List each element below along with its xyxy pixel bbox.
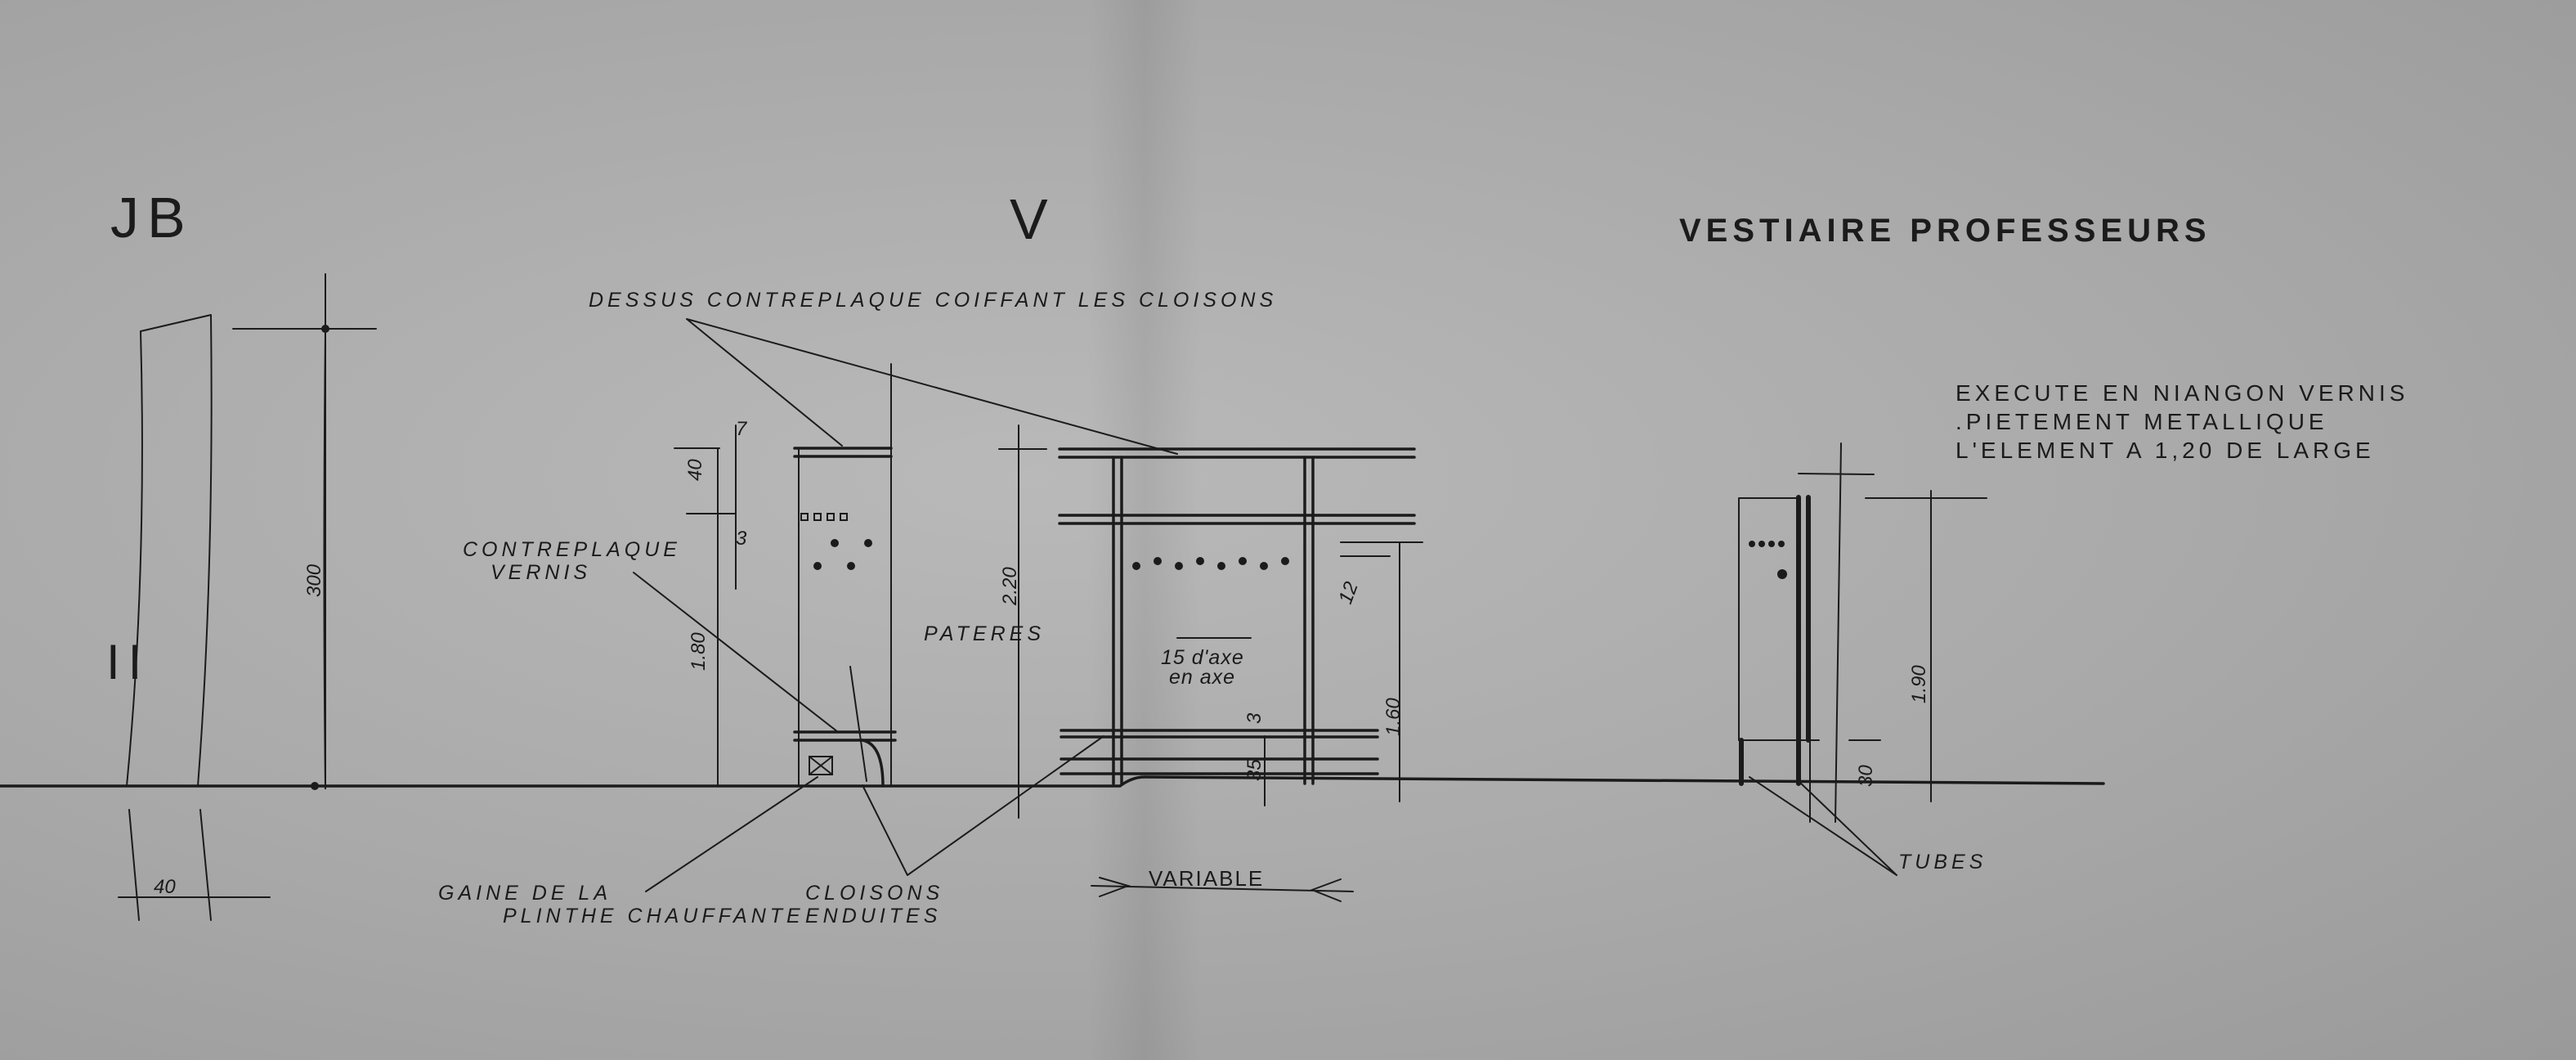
coat-hooks xyxy=(813,539,872,570)
note-line-1: EXECUTE EN NIANGON VERNIS xyxy=(1956,380,2408,406)
dim-40: 40 xyxy=(684,459,706,481)
label-contreplaque-1: CONTREPLAQUE xyxy=(463,538,681,561)
section-label-v: V xyxy=(1010,187,1056,251)
drawing-title: VESTIAIRE PROFESSEURS xyxy=(1679,213,2211,249)
mark-ii: II xyxy=(106,635,150,689)
dim-30: 30 xyxy=(1855,765,1877,787)
label-tubes: TUBES xyxy=(1898,851,1987,874)
label-contreplaque-2: VERNIS xyxy=(491,561,591,584)
label-pateres: PATERES xyxy=(924,622,1045,645)
dim-35: 35 xyxy=(1243,759,1266,781)
label-axe-2: en axe xyxy=(1169,666,1235,689)
dim-3: 3 xyxy=(1243,712,1266,724)
label-axe-1: 15 d'axe xyxy=(1161,646,1244,669)
dim-190: 1.90 xyxy=(1908,665,1930,703)
dim-180: 1.80 xyxy=(688,632,710,671)
ground-line xyxy=(0,775,2105,788)
label-gaine-1: GAINE DE LA xyxy=(438,882,612,905)
label-dessus: DESSUS CONTREPLAQUE COIFFANT LES CLOISON… xyxy=(589,289,1277,312)
cabinet-section: 40 7 3 1.80 xyxy=(674,363,897,788)
frame-elevation: 2.20 12 1.60 3 35 xyxy=(998,424,1423,819)
dim-12: 12 xyxy=(1334,579,1363,607)
note-line-2: .PIETEMENT METALLIQUE xyxy=(1956,409,2328,434)
dim-7: 7 xyxy=(736,418,748,440)
note-line-3: L'ELEMENT A 1,20 DE LARGE xyxy=(1956,438,2375,463)
paper-fold xyxy=(1087,0,1202,1060)
dim-160: 1.60 xyxy=(1382,698,1404,736)
jb-panel: 300 II 40 xyxy=(106,273,377,921)
wardrobe-side-view: 1.90 30 xyxy=(1738,442,1987,823)
dim-40-bottom: 40 xyxy=(154,876,176,898)
label-gaine-2: PLINTHE CHAUFFANTE xyxy=(503,905,804,928)
dim-220: 2.20 xyxy=(999,567,1021,606)
dim-300: 300 xyxy=(303,564,325,597)
label-cloisons-1: CLOISONS xyxy=(805,882,943,905)
section-label-jb: JB xyxy=(110,186,194,249)
label-variable: VARIABLE xyxy=(1149,866,1264,891)
label-cloisons-2: ENDUITES xyxy=(805,905,941,928)
dim-3-top: 3 xyxy=(736,528,747,550)
